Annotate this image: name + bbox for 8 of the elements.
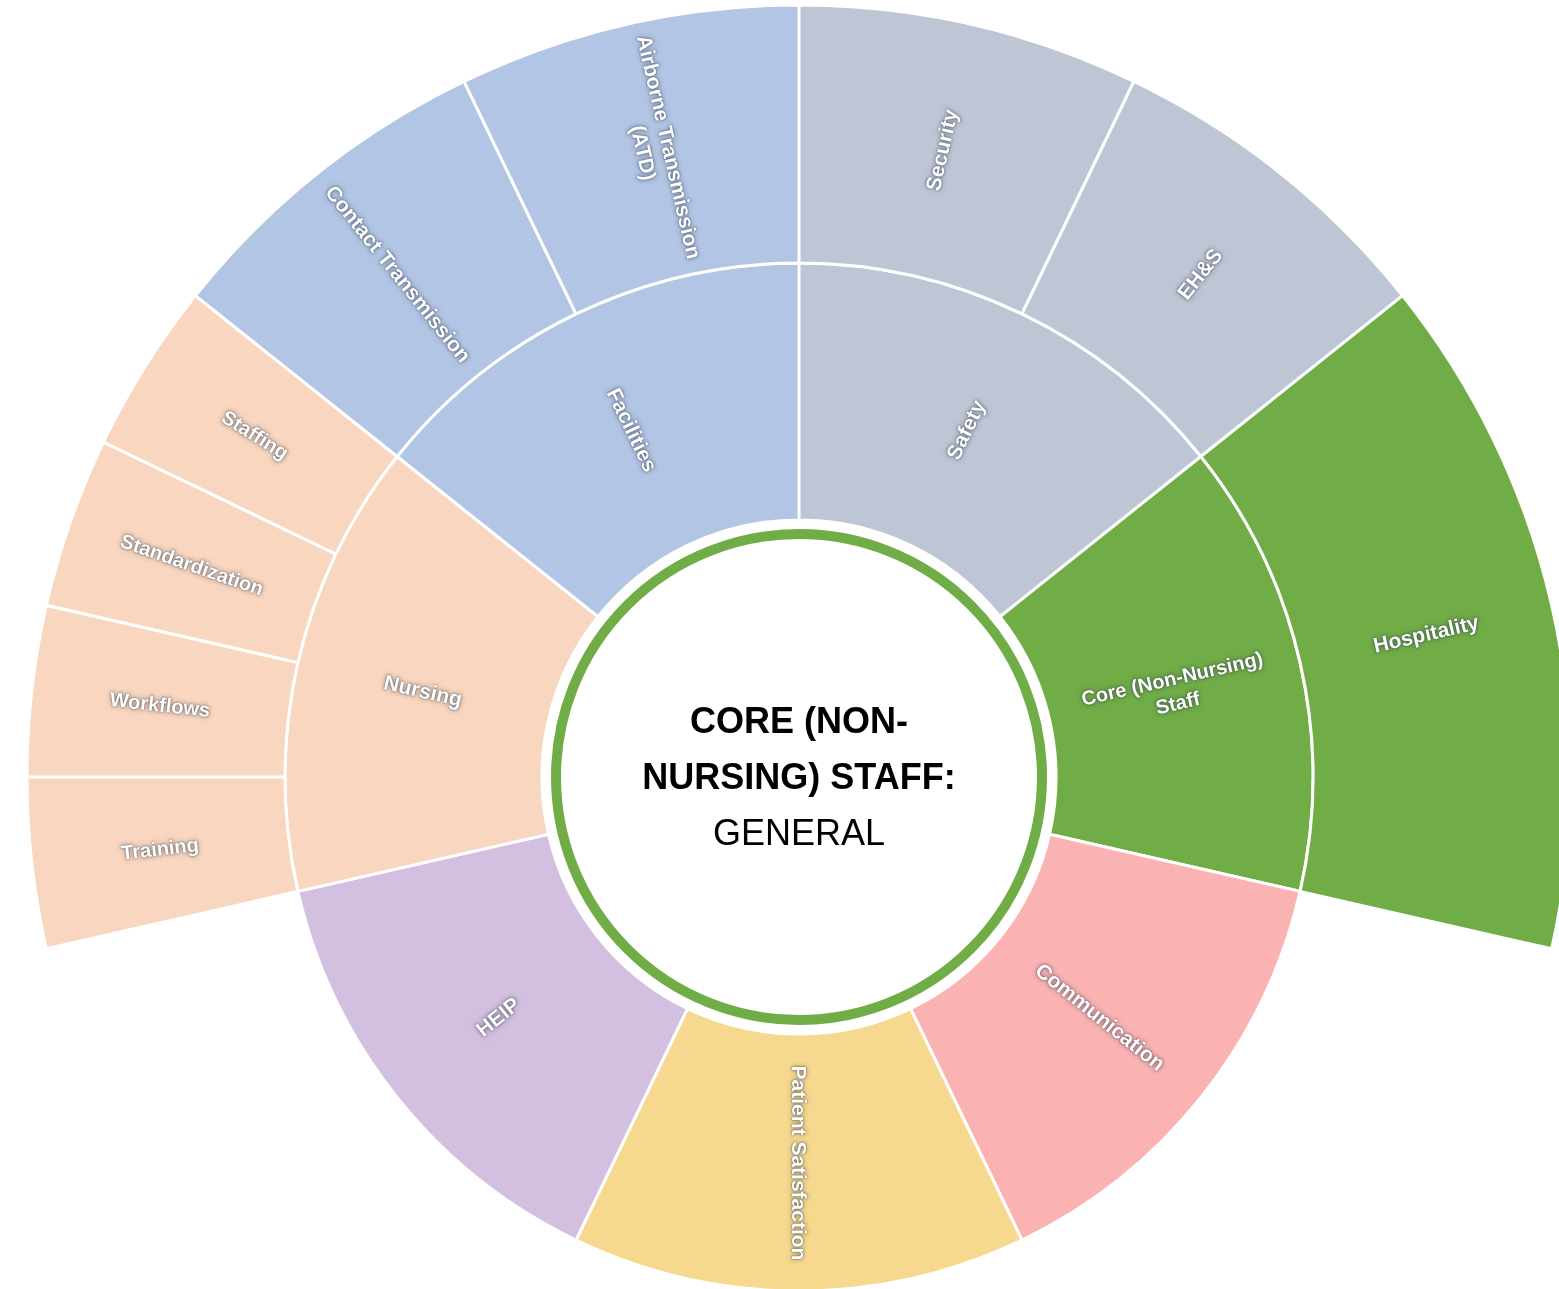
segment-label: Workflows bbox=[108, 686, 212, 724]
center-label: CORE (NON-NURSING) STAFF: bbox=[641, 699, 957, 800]
segment-label: Nursing bbox=[381, 669, 465, 713]
segment-label: Patient Satisfaction bbox=[787, 1065, 813, 1260]
segment-label: Security bbox=[920, 106, 963, 194]
segment-label: Hospitality bbox=[1370, 609, 1482, 659]
center-label: GENERAL bbox=[712, 810, 886, 855]
segment-label: Training bbox=[120, 832, 201, 866]
